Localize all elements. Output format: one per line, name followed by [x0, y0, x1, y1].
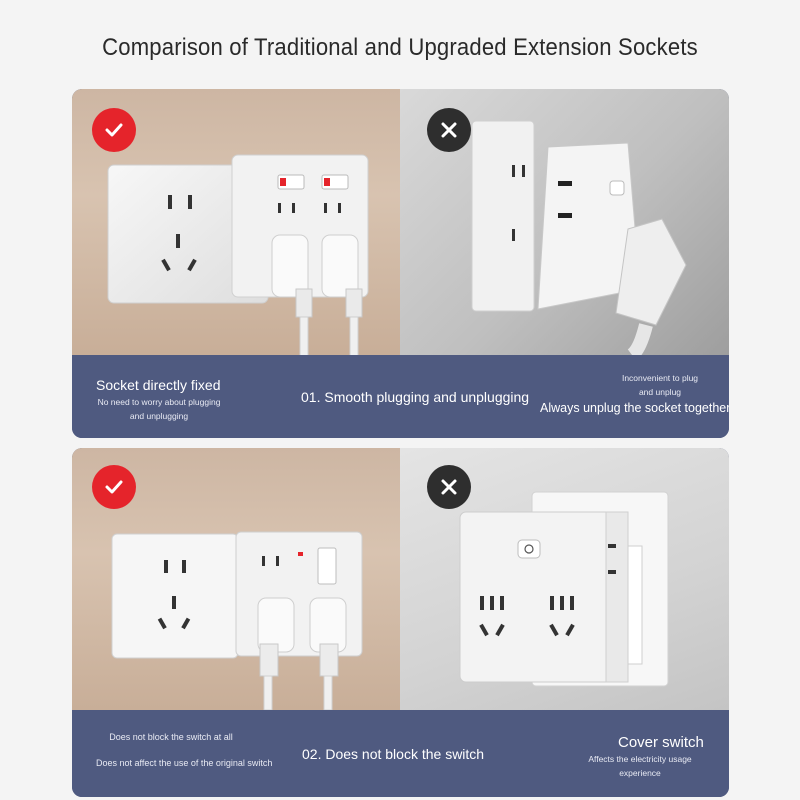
check-icon: [105, 480, 123, 494]
check-icon: [105, 123, 123, 137]
right-caption-heading: Always unplug the socket together: [540, 401, 729, 415]
photo-traditional-socket-unplug: [400, 89, 729, 355]
cross-badge: [427, 465, 471, 509]
right-caption-small: Inconvenient to plug and unplug: [621, 373, 699, 397]
cross-icon: [441, 122, 457, 138]
left-caption-heading: Socket directly fixed: [96, 377, 221, 393]
center-caption: 02. Does not block the switch: [302, 746, 485, 762]
photo-traditional-cover-switch: [400, 448, 729, 710]
upgraded-socket-illustration: [107, 154, 369, 355]
check-badge: [92, 108, 136, 152]
check-badge: [92, 465, 136, 509]
center-caption: 01. Smooth plugging and unplugging: [301, 389, 530, 405]
traditional-socket-illustration: [471, 120, 687, 355]
cross-badge: [427, 108, 471, 152]
left-caption-sub: No need to worry about plugging and unpl…: [97, 397, 221, 421]
comparison-panel-plugging: Socket directly fixed No need to worry a…: [72, 89, 729, 438]
upgraded-switch-illustration: [111, 531, 363, 710]
right-caption-heading: Cover switch: [618, 734, 704, 751]
right-caption-sub: Affects the electricity usage experience: [588, 754, 692, 778]
left-caption-line1: Does not block the switch at all: [109, 732, 233, 742]
caption-bar-plugging: Socket directly fixed No need to worry a…: [72, 355, 729, 438]
page-title: Comparison of Traditional and Upgraded E…: [102, 34, 698, 61]
photo-upgraded-switch-free: [72, 448, 400, 710]
left-caption-line2: Does not affect the use of the original …: [96, 758, 273, 768]
comparison-panel-switch: Does not block the switch at all Does no…: [72, 448, 729, 797]
caption-bar-switch: Does not block the switch at all Does no…: [72, 710, 729, 797]
photo-upgraded-socket-fixed: [72, 89, 400, 355]
traditional-cover-illustration: [459, 491, 669, 687]
cross-icon: [441, 479, 457, 495]
